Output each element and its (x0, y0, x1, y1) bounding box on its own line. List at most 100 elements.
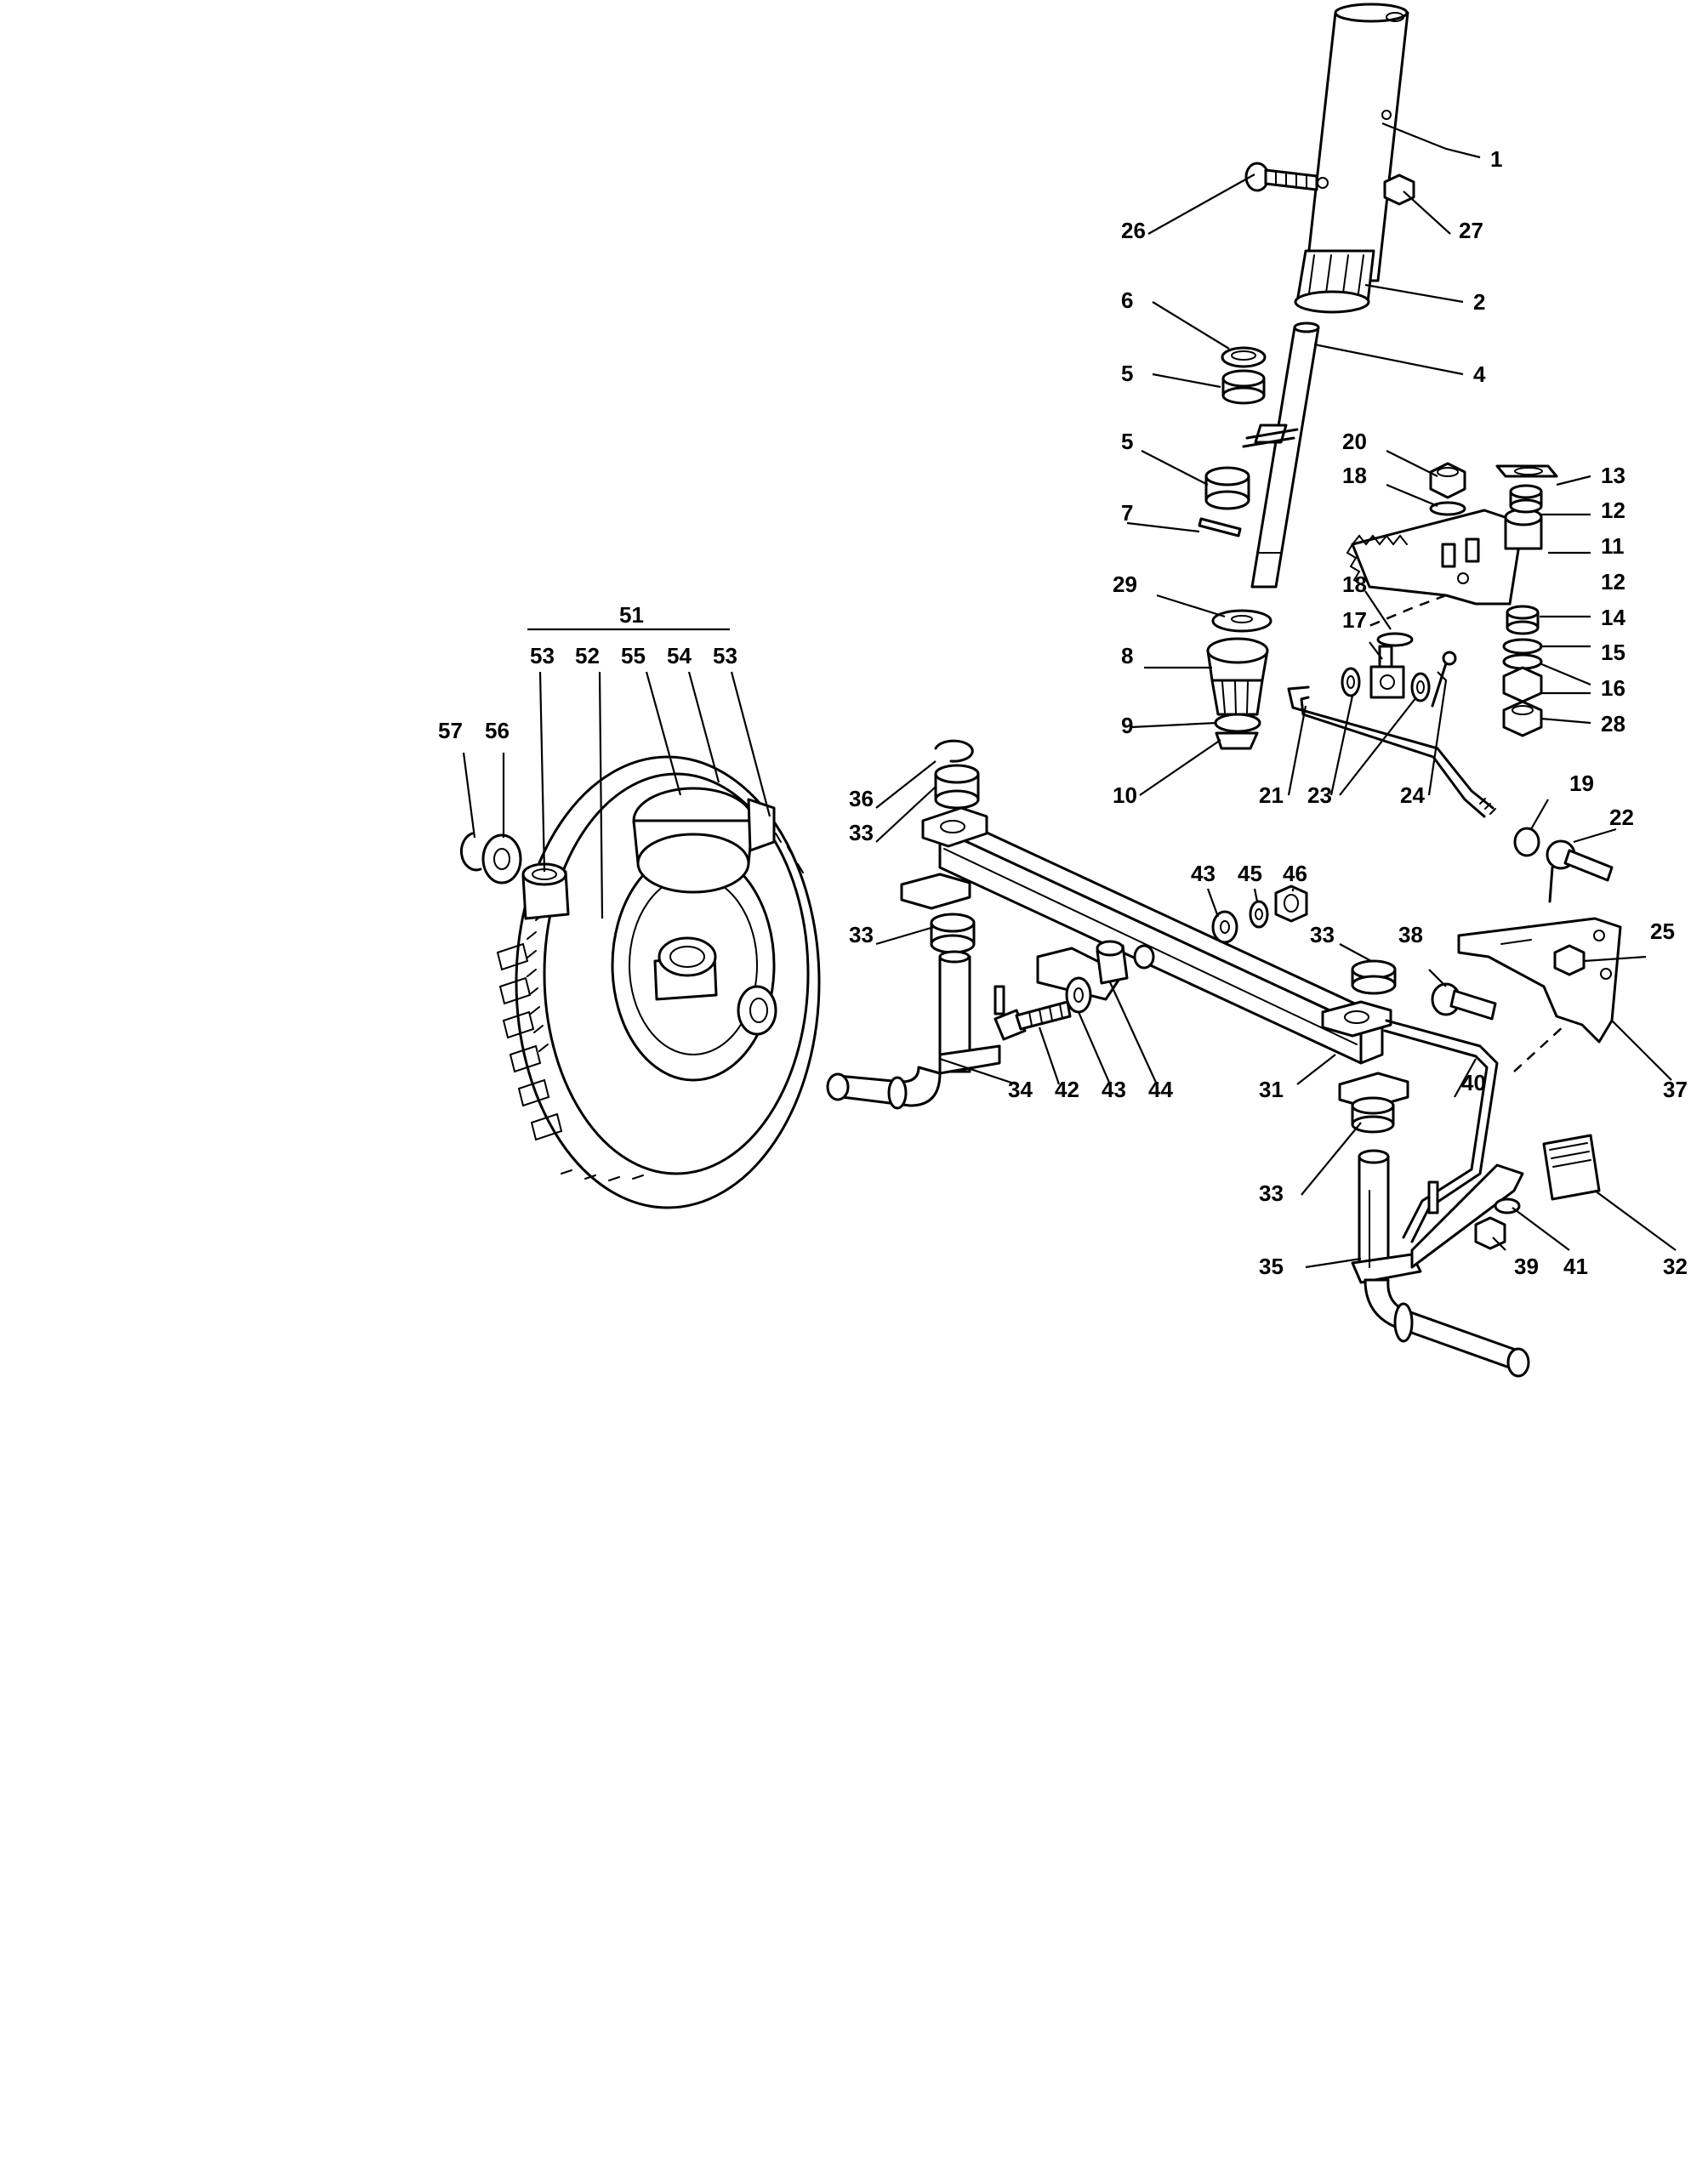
callout-37: 37 (1663, 1077, 1688, 1102)
spacer-44 (1096, 940, 1129, 985)
callout-18: 18 (1342, 572, 1367, 597)
callout-34: 34 (1008, 1077, 1033, 1102)
callout-26: 26 (1121, 218, 1146, 243)
bolt-26 (1244, 162, 1318, 192)
callout-12: 12 (1601, 569, 1625, 594)
callout-8: 8 (1121, 643, 1133, 668)
callout-32: 32 (1663, 1254, 1688, 1279)
nut-27 (1383, 173, 1415, 206)
callout-31: 31 (1259, 1077, 1284, 1102)
callout-group (462, 122, 1677, 1269)
callout-33: 33 (1259, 1180, 1284, 1206)
callout-6: 6 (1121, 287, 1133, 313)
callout-43: 43 (1102, 1077, 1126, 1102)
bolt-38 (1431, 982, 1497, 1021)
lower-pivot-plate-left (900, 873, 971, 910)
bushing-33-top-left (934, 764, 980, 810)
bushing-53-left (521, 862, 570, 920)
washer-23-right (1410, 672, 1431, 702)
bushing-33-lower-right (1351, 1096, 1395, 1134)
bushing-12-upper (1509, 484, 1543, 514)
callout-53: 53 (530, 643, 555, 668)
callout-41: 41 (1563, 1254, 1588, 1279)
washer-43-left (1065, 976, 1092, 1014)
callout-9: 9 (1121, 713, 1133, 738)
callout-33: 33 (849, 922, 874, 947)
washer-45 (1249, 900, 1269, 929)
bolt-42 (993, 985, 1072, 1041)
callout-13: 13 (1601, 463, 1625, 488)
callout-38: 38 (1398, 922, 1423, 947)
clip-10 (1215, 731, 1259, 750)
callout-42: 42 (1055, 1077, 1079, 1102)
washer-6 (1221, 346, 1267, 368)
nut-46 (1274, 884, 1308, 923)
spindle-35 (1351, 1149, 1530, 1378)
washer-23-left (1341, 667, 1361, 697)
callout-7: 7 (1121, 500, 1133, 526)
callout-57: 57 (438, 718, 463, 743)
washer-9 (1214, 713, 1261, 733)
pivot-pin-bracket (1036, 947, 1124, 1001)
callout-5: 5 (1121, 429, 1133, 454)
pin-7 (1198, 517, 1242, 537)
callout-52: 52 (575, 643, 600, 668)
callout-55: 55 (621, 643, 646, 668)
callout-16: 16 (1601, 675, 1625, 701)
callout-27: 27 (1459, 218, 1483, 243)
washer-13 (1495, 464, 1558, 478)
callout-4: 4 (1473, 361, 1486, 387)
callout-56: 56 (485, 718, 510, 743)
tie-rod-40 (1383, 1019, 1499, 1243)
callout-15: 15 (1601, 640, 1625, 665)
callout-20: 20 (1342, 429, 1367, 454)
bearing-55 (632, 787, 776, 894)
callout-54: 54 (667, 643, 692, 668)
callout-29: 29 (1113, 572, 1137, 597)
callout-22: 22 (1609, 805, 1634, 830)
assembly-line-sector-gear (1364, 594, 1447, 629)
callout-36: 36 (849, 786, 874, 811)
bushing-33-lower-left (930, 913, 976, 954)
steering-shaft (1242, 321, 1320, 589)
washer-18-upper (1429, 501, 1466, 516)
callout-10: 10 (1113, 782, 1137, 808)
callout-28: 28 (1601, 711, 1625, 737)
callout-51: 51 (619, 602, 644, 628)
callout-23: 23 (1307, 782, 1332, 808)
bushing-5-upper (1221, 369, 1266, 405)
steering-column-tube (1304, 3, 1409, 282)
callout-33: 33 (1310, 922, 1335, 947)
bushing-12-lower (1506, 605, 1540, 635)
washer-29 (1211, 609, 1272, 633)
circlip-57 (460, 832, 482, 872)
callout-33: 33 (849, 820, 874, 845)
washer-43-right (1211, 910, 1238, 944)
callout-39: 39 (1514, 1254, 1539, 1279)
bracket-37 (1457, 917, 1622, 1044)
nut-19 (1513, 827, 1540, 857)
ball-joint-22 (1546, 839, 1614, 903)
washer-14 (1502, 638, 1543, 655)
assembly-line-bracket (1513, 1024, 1566, 1072)
callout-53: 53 (713, 643, 737, 668)
callout-17: 17 (1342, 607, 1367, 633)
pinion-gear-8 (1206, 637, 1269, 716)
callout-25: 25 (1650, 919, 1675, 944)
callout-12: 12 (1601, 498, 1625, 523)
callout-45: 45 (1238, 861, 1262, 886)
nut-20 (1429, 462, 1466, 499)
steering-adapter (1294, 249, 1375, 314)
sector-gear (1346, 508, 1543, 606)
callout-labels: 1 26 27 2 6 4 5 5 20 13 18 12 7 11 29 18… (438, 146, 1688, 1279)
axle-pivot-plate-right (1321, 1000, 1392, 1038)
callout-24: 24 (1400, 782, 1425, 808)
washer-56 (481, 833, 522, 884)
nut-28 (1502, 700, 1543, 737)
callout-5: 5 (1121, 361, 1133, 386)
callout-43: 43 (1191, 861, 1216, 886)
cotter-pin-24 (1431, 651, 1457, 708)
callout-1: 1 (1490, 146, 1502, 172)
hole-front (1133, 944, 1155, 970)
